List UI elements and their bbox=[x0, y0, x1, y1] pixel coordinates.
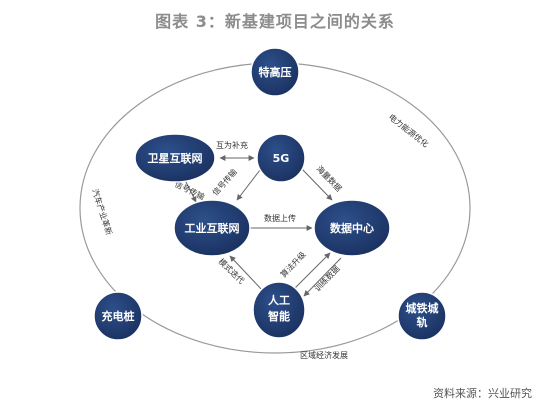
edge-label-model-iteration: 模式迭代 bbox=[217, 256, 247, 285]
edge-label-training-data: 训练数据 bbox=[312, 263, 341, 293]
node-ai[interactable]: 人工 智能 bbox=[252, 281, 306, 339]
node-label-satellite: 卫星互联网 bbox=[148, 151, 203, 165]
node-label-rail-line1: 城铁城 bbox=[406, 301, 439, 315]
edge-label-data-upload: 数据上传 bbox=[264, 213, 296, 223]
edge-ai-datacenter bbox=[292, 252, 331, 291]
ring-label-auto: 汽车产业革新 bbox=[90, 188, 114, 237]
edge-label-algo-upgrade: 算法升级 bbox=[278, 249, 307, 279]
node-5g[interactable]: 5G bbox=[256, 133, 306, 183]
node-rail[interactable]: 城铁城 轨 bbox=[397, 291, 447, 341]
node-satellite[interactable]: 卫星互联网 bbox=[134, 133, 216, 183]
node-label-charging: 充电桩 bbox=[102, 309, 135, 323]
node-charging[interactable]: 充电桩 bbox=[93, 291, 143, 341]
node-label-datacenter: 数据中心 bbox=[330, 221, 374, 235]
edge-label-signal-right: 信号传输 bbox=[210, 167, 239, 197]
edge-ai-iiot bbox=[229, 255, 264, 292]
node-uhv[interactable]: 特高压 bbox=[250, 47, 300, 97]
node-label-5g: 5G bbox=[273, 152, 290, 165]
edges bbox=[184, 155, 342, 297]
node-label-uhv: 特高压 bbox=[259, 65, 292, 79]
diagram-title: 图表 3：新基建项目之间的关系 bbox=[155, 12, 395, 31]
node-label-rail-line2: 轨 bbox=[417, 315, 428, 329]
ring-label-regional: 区域经济发展 bbox=[300, 350, 348, 360]
edge-label-complement: 互为补充 bbox=[216, 140, 248, 150]
edge-label-massive-data: 海量数据 bbox=[315, 163, 344, 193]
ring-label-power: 电力能源优化 bbox=[387, 112, 431, 149]
node-label-ai-line2: 智能 bbox=[268, 309, 290, 323]
edge-satellite-iiot bbox=[184, 179, 197, 203]
node-label-ai-line1: 人工 bbox=[268, 293, 290, 307]
edge-5g-iiot bbox=[236, 169, 261, 201]
edge-datacenter-ai bbox=[303, 257, 342, 297]
source-note: 资料来源：兴业研究 bbox=[433, 387, 532, 400]
node-label-iiot: 工业互联网 bbox=[185, 221, 240, 235]
node-iiot[interactable]: 工业互联网 bbox=[173, 199, 251, 257]
node-datacenter[interactable]: 数据中心 bbox=[313, 199, 391, 257]
edge-5g-datacenter bbox=[300, 167, 333, 201]
